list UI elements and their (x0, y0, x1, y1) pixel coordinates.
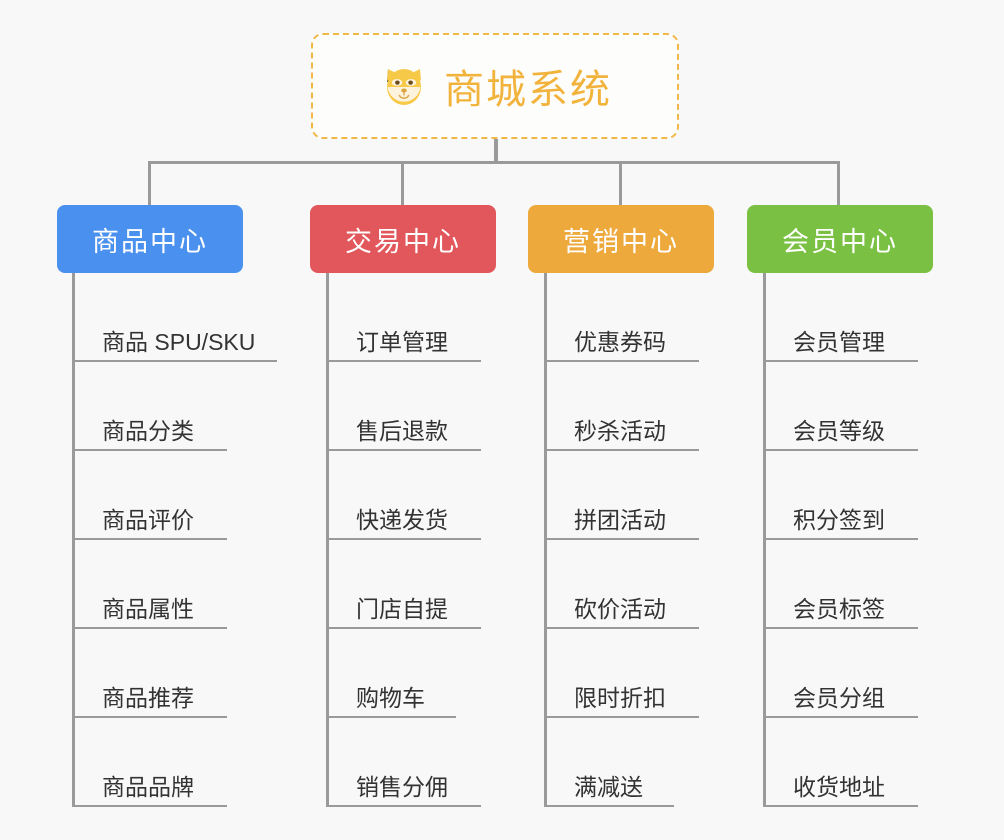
leaf-item[interactable]: 商品推荐 (72, 629, 227, 718)
leaf-label: 售后退款 (356, 418, 448, 444)
leaf-underline (763, 716, 918, 718)
leaf-spine (72, 273, 75, 807)
leaf-underline (326, 360, 481, 362)
leaf-item[interactable]: 购物车 (326, 629, 456, 718)
trunk-vertical-root (494, 139, 498, 163)
leaf-item[interactable]: 会员管理 (763, 273, 918, 362)
leaf-underline (544, 716, 699, 718)
leaf-underline (763, 627, 918, 629)
leaf-label: 会员等级 (793, 418, 885, 444)
branch-node-member-center[interactable]: 会员中心 (747, 205, 933, 273)
trunk-drop-4 (837, 161, 840, 205)
leaf-item[interactable]: 销售分佣 (326, 718, 481, 807)
leaf-underline (72, 805, 227, 807)
leaf-item[interactable]: 会员标签 (763, 540, 918, 629)
leaf-underline (326, 805, 481, 807)
leaf-item[interactable]: 会员分组 (763, 629, 918, 718)
branch-label: 交易中心 (345, 226, 461, 257)
leaf-item[interactable]: 限时折扣 (544, 629, 699, 718)
leaf-item[interactable]: 售后退款 (326, 362, 481, 451)
root-title: 商城系统 (444, 68, 612, 112)
leaf-item[interactable]: 会员等级 (763, 362, 918, 451)
leaf-underline (763, 449, 918, 451)
leaf-label: 商品 SPU/SKU (102, 329, 256, 355)
leaf-label: 拼团活动 (574, 507, 666, 533)
leaf-label: 订单管理 (356, 329, 448, 355)
leaf-item[interactable]: 商品属性 (72, 540, 227, 629)
leaf-spine (763, 273, 766, 807)
leaf-underline (763, 538, 918, 540)
leaf-label: 门店自提 (356, 596, 448, 622)
leaf-underline (72, 538, 227, 540)
leaf-label: 销售分佣 (356, 774, 448, 800)
leaf-underline (72, 627, 227, 629)
leaf-underline (544, 360, 699, 362)
leaf-label: 会员标签 (793, 596, 885, 622)
leaf-label: 会员分组 (793, 685, 885, 711)
leaf-item[interactable]: 门店自提 (326, 540, 481, 629)
leaf-label: 购物车 (356, 685, 425, 711)
leaf-underline (72, 360, 277, 362)
leaf-item[interactable]: 快递发货 (326, 451, 481, 540)
leaf-spine (544, 273, 547, 807)
leaf-label: 商品评价 (102, 507, 194, 533)
leaf-item[interactable]: 砍价活动 (544, 540, 699, 629)
leaf-label: 商品属性 (102, 596, 194, 622)
leaf-label: 商品品牌 (102, 774, 194, 800)
leaf-label: 积分签到 (793, 507, 885, 533)
trunk-drop-2 (401, 161, 404, 205)
leaf-item[interactable]: 订单管理 (326, 273, 481, 362)
branch-label: 商品中心 (92, 226, 208, 257)
trunk-horizontal-bar (148, 161, 840, 164)
leaf-underline (326, 716, 456, 718)
leaf-underline (326, 627, 481, 629)
leaf-label: 秒杀活动 (574, 418, 666, 444)
leaf-item[interactable]: 商品品牌 (72, 718, 227, 807)
leaf-label: 优惠券码 (574, 329, 666, 355)
shiba-dog-face-icon (378, 60, 430, 112)
leaf-underline (763, 360, 918, 362)
leaf-item[interactable]: 商品评价 (72, 451, 227, 540)
leaf-label: 商品分类 (102, 418, 194, 444)
branch-node-product-center[interactable]: 商品中心 (57, 205, 243, 273)
branch-label: 会员中心 (782, 226, 898, 257)
leaf-underline (544, 627, 699, 629)
leaf-item[interactable]: 秒杀活动 (544, 362, 699, 451)
leaf-label: 砍价活动 (574, 596, 666, 622)
leaf-underline (326, 449, 481, 451)
leaf-underline (544, 805, 674, 807)
leaf-item[interactable]: 商品分类 (72, 362, 227, 451)
root-node[interactable]: 商城系统 (311, 33, 679, 139)
trunk-drop-1 (148, 161, 151, 205)
branch-label: 营销中心 (563, 226, 679, 257)
leaf-underline (544, 538, 699, 540)
leaf-label: 限时折扣 (574, 685, 666, 711)
leaf-underline (72, 716, 227, 718)
leaf-underline (763, 805, 918, 807)
leaf-item[interactable]: 积分签到 (763, 451, 918, 540)
leaf-label: 商品推荐 (102, 685, 194, 711)
leaf-label: 会员管理 (793, 329, 885, 355)
leaf-underline (544, 449, 699, 451)
leaf-underline (326, 538, 481, 540)
trunk-drop-3 (619, 161, 622, 205)
leaf-item[interactable]: 拼团活动 (544, 451, 699, 540)
leaf-item[interactable]: 优惠券码 (544, 273, 699, 362)
leaf-item[interactable]: 收货地址 (763, 718, 918, 807)
leaf-item[interactable]: 商品 SPU/SKU (72, 273, 277, 362)
leaf-item[interactable]: 满减送 (544, 718, 674, 807)
leaf-label: 满减送 (574, 774, 643, 800)
leaf-label: 快递发货 (356, 507, 448, 533)
leaf-underline (72, 449, 227, 451)
branch-node-trade-center[interactable]: 交易中心 (310, 205, 496, 273)
leaf-spine (326, 273, 329, 807)
leaf-label: 收货地址 (793, 774, 885, 800)
branch-node-marketing-center[interactable]: 营销中心 (528, 205, 714, 273)
